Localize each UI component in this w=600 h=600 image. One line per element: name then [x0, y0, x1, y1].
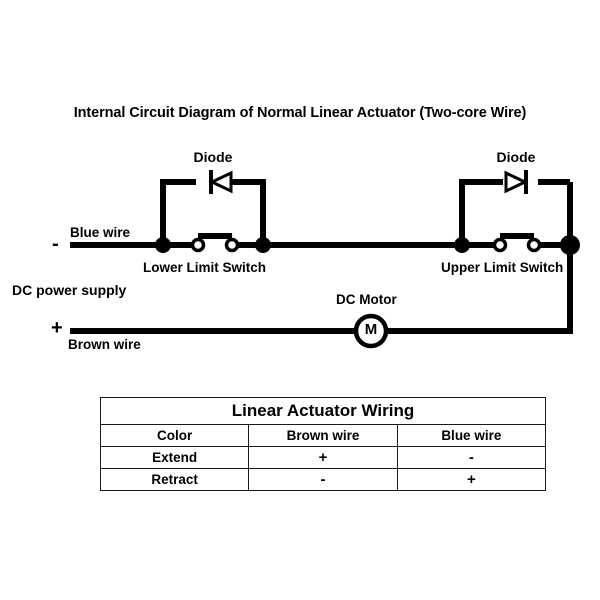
label-dc-power-supply: DC power supply	[12, 282, 127, 298]
table-cell-retract-label: Retract	[99, 468, 250, 491]
junction-node-upper-right	[560, 235, 580, 255]
diode-symbol-right	[503, 170, 538, 194]
table-cell-retract-brown: -	[248, 468, 398, 491]
label-lower-limit-switch: Lower Limit Switch	[143, 260, 267, 275]
table-row-title: Linear Actuator Wiring	[100, 397, 546, 425]
switch-contact-left-a	[190, 237, 206, 253]
junction-node-upper-left	[454, 237, 470, 253]
table-header-blue-wire: Blue wire	[396, 424, 547, 447]
label-brown-wire: Brown wire	[68, 337, 141, 352]
label-diode-left: Diode	[193, 149, 233, 165]
page-title: Internal Circuit Diagram of Normal Linea…	[73, 105, 527, 121]
table-row: Retract - +	[99, 468, 547, 491]
table-title: Linear Actuator Wiring	[100, 397, 546, 425]
table-cell-extend-label: Extend	[99, 446, 250, 469]
table-header-brown-wire: Brown wire	[248, 424, 398, 447]
diode-symbol-left	[196, 170, 233, 194]
table-row: Extend + -	[99, 446, 547, 469]
switch-contact-right-a	[492, 237, 508, 253]
label-upper-limit-switch: Upper Limit Switch	[441, 260, 564, 275]
upper-limit-switch-symbol	[492, 233, 542, 253]
table-row-header: Color Brown wire Blue wire	[99, 424, 547, 447]
dc-motor-symbol	[353, 313, 389, 349]
lower-limit-switch-symbol	[190, 233, 240, 253]
switch-contact-right-b	[526, 237, 542, 253]
table-cell-extend-brown: +	[248, 446, 398, 469]
label-blue-wire: Blue wire	[70, 225, 131, 240]
junction-node-lower-left	[155, 237, 171, 253]
table-header-color: Color	[99, 424, 250, 447]
switch-contact-left-b	[224, 237, 240, 253]
table-cell-retract-blue: +	[396, 468, 547, 491]
label-dc-motor: DC Motor	[336, 292, 397, 307]
terminal-positive: +	[51, 317, 63, 339]
table-cell-extend-blue: -	[396, 446, 547, 469]
junction-node-lower-right	[255, 237, 271, 253]
wiring-table: Linear Actuator Wiring Color Brown wire …	[99, 397, 547, 491]
dc-motor-letter: M	[364, 321, 378, 338]
label-diode-right: Diode	[496, 149, 536, 165]
terminal-negative: -	[52, 233, 59, 255]
